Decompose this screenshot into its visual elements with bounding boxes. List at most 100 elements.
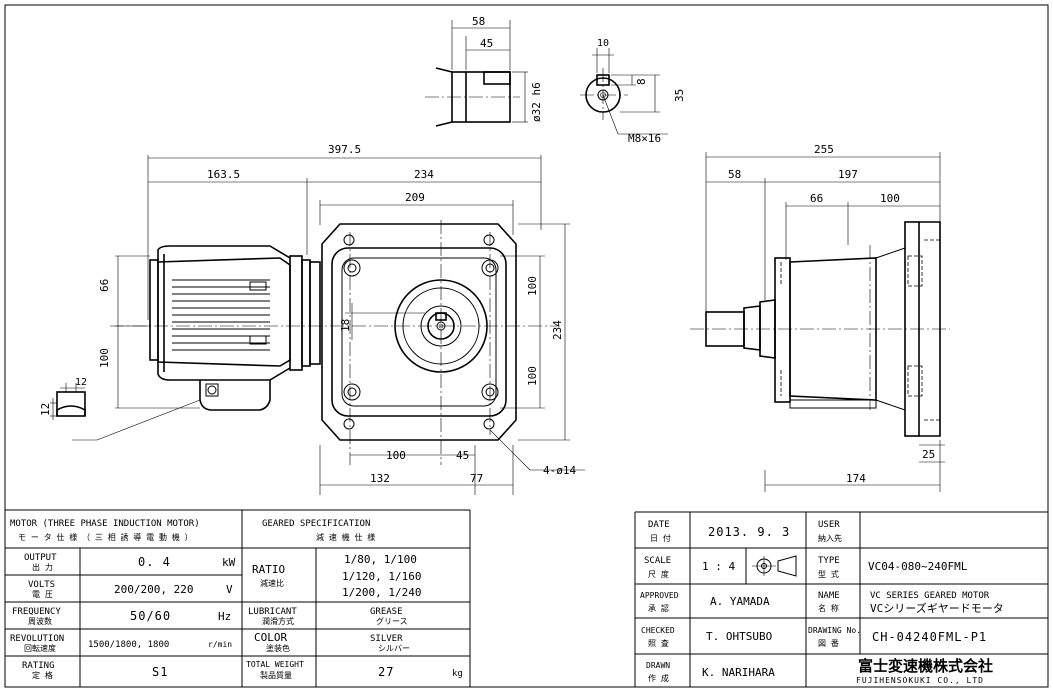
- color-value-jp: シルバー: [378, 644, 410, 653]
- side-view: [690, 152, 950, 492]
- date-label-jp: 日 付: [650, 533, 671, 543]
- rating-value: S1: [152, 665, 168, 679]
- ratio-label-jp: 減速比: [260, 578, 284, 588]
- dim-top-45: 45: [480, 37, 493, 50]
- volts-unit: V: [226, 583, 233, 596]
- type-value: VC04-080~240FML: [868, 560, 968, 573]
- output-label-jp: 出 力: [32, 562, 53, 572]
- company-name-en: FUJIHENSOKUKI CO., LTD: [856, 676, 984, 685]
- user-label: USER: [818, 520, 840, 530]
- name-value-en: VC SERIES GEARED MOTOR: [870, 591, 990, 601]
- dim-bottom-100: 100: [386, 449, 406, 462]
- dim-mounting-holes: 4-ø14: [543, 464, 576, 477]
- dim-side-174: 174: [846, 472, 866, 485]
- gear-header-en: GEARED SPECIFICATION: [262, 519, 370, 529]
- dim-bottom-132: 132: [370, 472, 390, 485]
- weight-label-jp: 製品質量: [260, 670, 292, 680]
- name-label-jp: 名 称: [818, 603, 839, 613]
- scale-label-jp: 尺 度: [648, 569, 669, 579]
- dim-height-66: 66: [98, 279, 111, 292]
- type-label-jp: 型 式: [818, 569, 839, 579]
- lubricant-label-jp: 潤滑方式: [262, 616, 294, 626]
- dim-key-10: 10: [597, 38, 609, 49]
- ratio-line-1: 1/80, 1/100: [344, 553, 417, 566]
- revolution-unit: r/min: [208, 640, 232, 649]
- frequency-value: 50/60: [130, 609, 171, 623]
- dim-side-100: 100: [880, 192, 900, 205]
- dim-overall-length: 397.5: [328, 143, 361, 156]
- dim-side-255: 255: [814, 143, 834, 156]
- shaft-detail-view: [425, 20, 528, 127]
- volts-label: VOLTS: [28, 580, 55, 590]
- approved-value: A. YAMADA: [710, 595, 770, 608]
- scale-label: SCALE: [644, 556, 671, 566]
- drawing-no-label: DRAWING No.: [808, 626, 861, 635]
- checked-value: T. OHTSUBO: [706, 630, 772, 643]
- user-label-jp: 納入先: [818, 533, 842, 543]
- dim-side-66: 66: [810, 192, 823, 205]
- volts-label-jp: 電 圧: [32, 590, 53, 599]
- weight-unit: kg: [452, 669, 463, 679]
- rating-label: RATING: [22, 661, 55, 671]
- name-value-jp: VCシリーズギヤードモータ: [870, 601, 1004, 615]
- color-label: COLOR: [254, 631, 287, 644]
- dim-key-35: 35: [673, 89, 686, 102]
- dim-vertical-100-top: 100: [526, 276, 539, 296]
- title-block: [634, 511, 1048, 687]
- front-view: [50, 155, 585, 495]
- approved-label: APPROVED: [640, 591, 679, 600]
- dim-bottom-45: 45: [456, 449, 469, 462]
- date-label: DATE: [648, 520, 670, 530]
- drawn-value: K. NARIHARA: [702, 666, 775, 679]
- shaft-end-view: [580, 48, 668, 135]
- name-label: NAME: [818, 591, 840, 601]
- output-unit: kW: [222, 556, 236, 569]
- company-name-jp: 富士変速機株式会社: [858, 657, 993, 675]
- drawn-label-jp: 作 成: [648, 673, 669, 683]
- third-angle-projection-icon: [752, 555, 797, 577]
- weight-value: 27: [378, 665, 394, 679]
- dim-side-58: 58: [728, 168, 741, 181]
- dim-gear-209: 209: [405, 191, 425, 204]
- lubricant-value: GREASE: [370, 607, 403, 617]
- gear-header-jp: 減 速 機 仕 様: [316, 532, 375, 542]
- dim-key-8: 8: [635, 78, 648, 85]
- dim-vertical-234: 234: [551, 320, 564, 340]
- spec-table: [5, 509, 471, 687]
- dim-foot-width: 12: [75, 377, 87, 388]
- lubricant-value-jp: グリース: [376, 616, 408, 626]
- frequency-label: FREQUENCY: [12, 607, 61, 617]
- dim-vertical-100-bottom: 100: [526, 366, 539, 386]
- dim-shaft-diameter: ø32 h6: [530, 82, 543, 122]
- type-label: TYPE: [818, 556, 840, 566]
- weight-label: TOTAL WEIGHT: [246, 660, 304, 669]
- revolution-label-jp: 回転速度: [24, 643, 56, 653]
- frequency-label-jp: 周波数: [28, 616, 52, 626]
- sheet-border: [4, 4, 1049, 688]
- checked-label: CHECKED: [641, 626, 675, 635]
- lubricant-label: LUBRICANT: [248, 607, 297, 617]
- dim-tap-hole: M8×16: [628, 132, 661, 145]
- frequency-unit: Hz: [218, 610, 231, 623]
- motor-header-jp: モ ー タ 仕 様 （ 三 相 誘 導 電 動 機 ）: [18, 532, 193, 542]
- ratio-line-3: 1/200, 1/240: [342, 586, 421, 599]
- dim-motor-length: 163.5: [207, 168, 240, 181]
- checked-label-jp: 照 査: [648, 638, 669, 648]
- ratio-line-2: 1/120, 1/160: [342, 570, 421, 583]
- motor-header-en: MOTOR (THREE PHASE INDUCTION MOTOR): [10, 519, 200, 529]
- dim-bottom-77: 77: [470, 472, 483, 485]
- rating-label-jp: 定 格: [32, 670, 53, 680]
- volts-value: 200/200, 220: [114, 583, 193, 596]
- dim-side-197: 197: [838, 168, 858, 181]
- dim-top-58: 58: [472, 15, 485, 28]
- color-value: SILVER: [370, 634, 403, 644]
- dim-keyway-18: 18: [339, 319, 352, 332]
- revolution-value: 1500/1800, 1800: [88, 640, 169, 650]
- output-label: OUTPUT: [24, 553, 57, 563]
- dim-gear-length: 234: [414, 168, 434, 181]
- drawing-no-label-jp: 図 番: [818, 638, 839, 648]
- date-value: 2013. 9. 3: [708, 525, 790, 539]
- approved-label-jp: 承 認: [648, 603, 669, 613]
